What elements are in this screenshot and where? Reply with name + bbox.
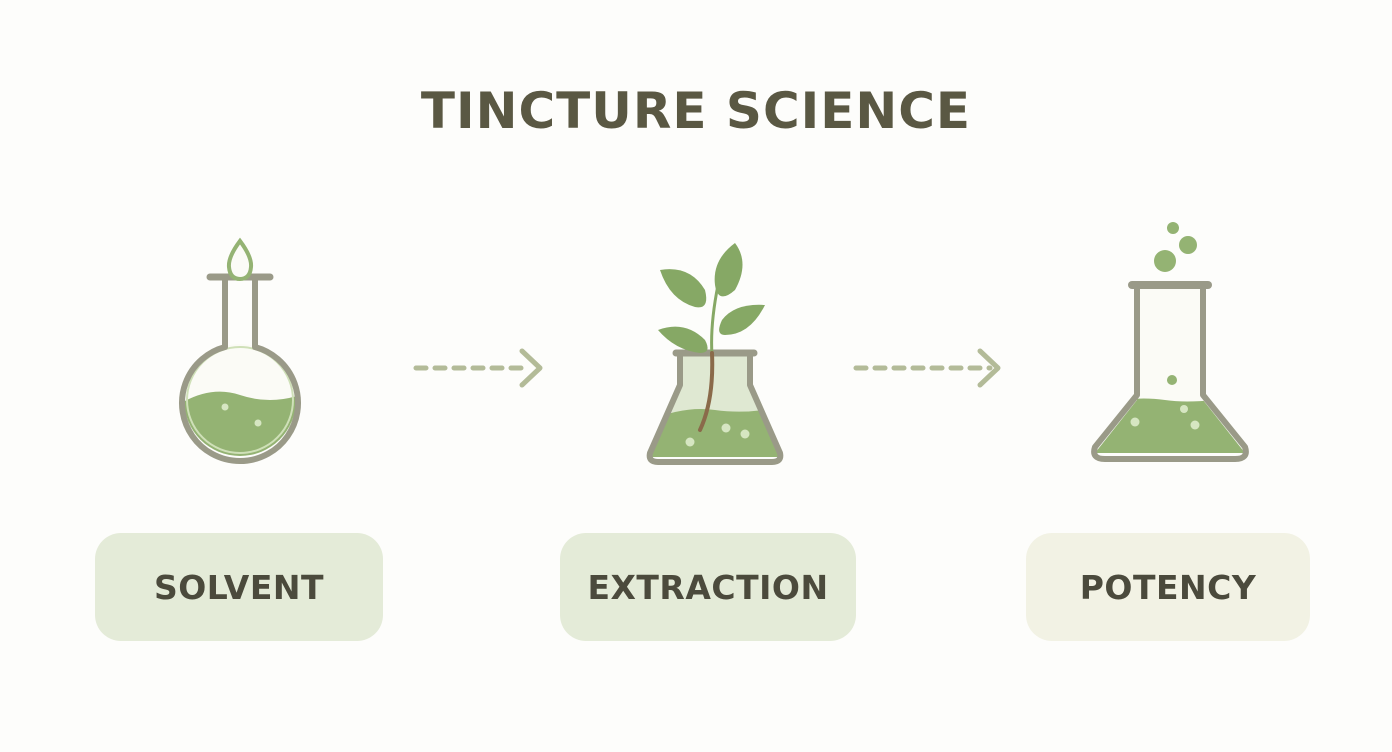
step-label-text: SOLVENT (153, 567, 324, 607)
plant-in-flask-icon (646, 243, 784, 465)
round-bottom-flask-icon (179, 237, 301, 464)
bubbling-erlenmeyer-flask-icon (1091, 222, 1249, 462)
step-label-text: POTENCY (1079, 567, 1257, 607)
dashed-arrow-icon (413, 348, 543, 388)
step-label-extraction: EXTRACTION (560, 533, 856, 641)
step-label-potency: POTENCY (1026, 533, 1310, 641)
dashed-arrow-icon (853, 348, 1001, 388)
step-label-text: EXTRACTION (587, 567, 829, 607)
step-label-solvent: SOLVENT (95, 533, 383, 641)
diagram-title: TINCTURE SCIENCE (420, 82, 972, 140)
